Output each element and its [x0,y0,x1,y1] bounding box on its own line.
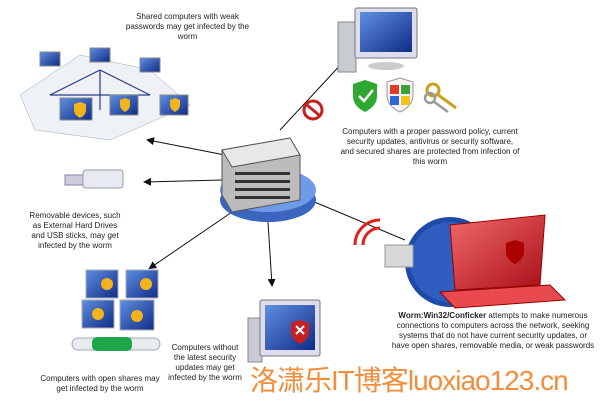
worm-name: Worm:Win32/Conficker [398,311,487,320]
protected-computers-caption: Computers with a proper password policy,… [340,127,520,166]
worm-description-caption: Worm:Win32/Conficker attempts to make nu… [390,311,596,351]
open-shares-computers-illustration [71,269,161,351]
watermark: 洛潇乐IT博客luoxiao123.cn [250,365,569,396]
keys-icon [423,82,457,114]
green-checkmark-shield-icon [353,80,377,112]
shared-computers-caption: Shared computers with weak passwords may… [125,12,250,41]
removable-devices-caption: Removable devices, such as External Hard… [29,211,121,250]
connection-arrows [143,59,406,287]
open-shares-caption: Computers with open shares may get infec… [40,374,160,393]
infected-worm-laptop-illustration [353,214,567,309]
unpatched-computer-illustration [247,299,321,363]
network-switch-illustration [220,137,316,222]
no-entry-icon [302,99,324,121]
protected-computer-illustration [337,7,418,73]
worm-description: attempts to make numerous connections to… [391,311,595,350]
no-updates-caption: Computers without the latest security up… [168,343,242,382]
windows-security-shield-icon [386,77,414,113]
shared-computers-network-illustration [19,47,191,141]
usb-stick-illustration [64,169,124,189]
